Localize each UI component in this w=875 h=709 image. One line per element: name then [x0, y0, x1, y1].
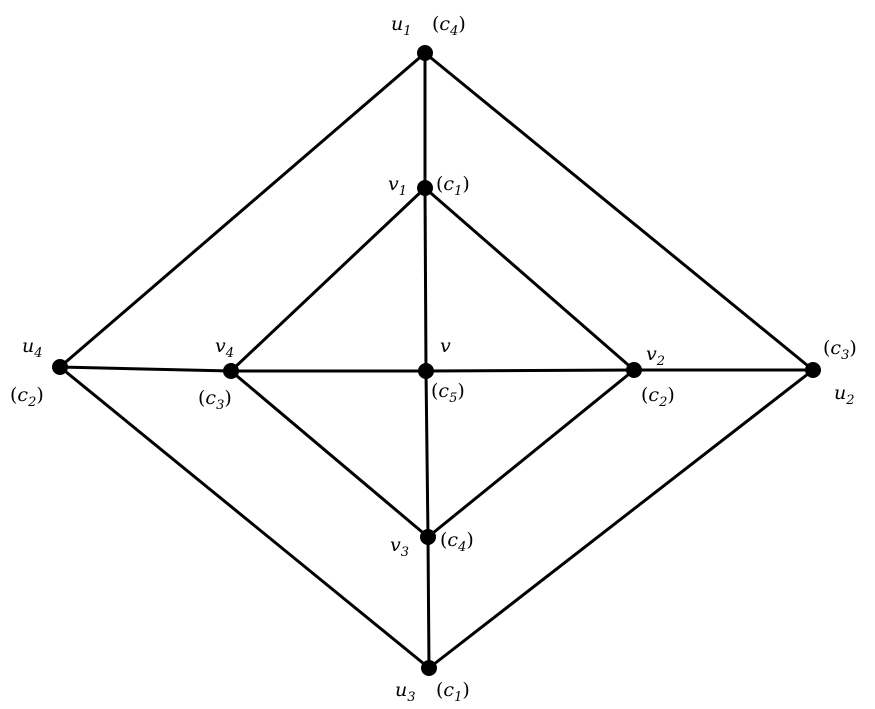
node-v4: [223, 363, 239, 379]
close-paren: ): [458, 13, 465, 35]
open-paren: (: [440, 529, 447, 551]
vertex-subscript: 2: [845, 393, 854, 408]
close-paren: ): [462, 173, 469, 195]
open-paren: (: [431, 380, 438, 402]
open-paren: (: [432, 13, 439, 35]
close-paren: ): [849, 337, 856, 359]
color-subscript: 5: [449, 391, 457, 406]
node-u3: [421, 660, 437, 676]
vertex-subscript: 3: [407, 690, 415, 705]
edge-v1-v4: [229, 186, 427, 373]
vertex-subscript: 3: [401, 545, 409, 560]
vertex-subscript: 2: [656, 354, 665, 369]
edge-v4-v3: [229, 369, 430, 539]
open-paren: (: [641, 384, 648, 406]
color-name: c: [648, 384, 659, 406]
color-label-v3: (c4): [440, 529, 474, 555]
vertex-name: v: [440, 335, 451, 357]
edge-v1-v2: [423, 186, 636, 372]
vertex-label-v1: v1: [388, 173, 407, 199]
open-paren: (: [10, 384, 17, 406]
node-v2: [626, 362, 642, 378]
color-name: c: [443, 679, 454, 701]
node-v: [418, 363, 434, 379]
close-paren: ): [462, 679, 469, 701]
close-paren: ): [36, 384, 43, 406]
color-subscript: 4: [457, 540, 466, 555]
color-name: c: [447, 529, 458, 551]
color-subscript: 2: [27, 395, 36, 410]
vertex-subscript: 4: [33, 346, 42, 361]
vertex-label-v4: v4: [215, 335, 234, 361]
node-v1: [417, 180, 433, 196]
edge-u4-v4: [58, 365, 233, 373]
color-subscript: 1: [454, 690, 462, 705]
color-name: c: [443, 173, 454, 195]
open-paren: (: [198, 387, 205, 409]
color-subscript: 1: [454, 184, 462, 199]
color-name: c: [205, 387, 216, 409]
color-label-v1: (c1): [436, 173, 470, 199]
color-name: c: [439, 13, 450, 35]
open-paren: (: [436, 173, 443, 195]
vertex-name: v: [646, 343, 657, 365]
edge-u4-u3: [58, 365, 431, 670]
color-label-u2: (c3): [823, 337, 857, 363]
vertex-name: u: [395, 679, 407, 701]
vertex-name: u: [834, 382, 846, 404]
vertex-name: v: [388, 173, 399, 195]
edge-v-v3: [424, 369, 430, 539]
color-label-v4: (c3): [198, 387, 232, 413]
color-label-v2: (c2): [641, 384, 675, 410]
open-paren: (: [436, 679, 443, 701]
vertex-label-v: v: [440, 335, 451, 357]
vertex-subscript: 4: [225, 346, 234, 361]
vertex-name: u: [391, 13, 403, 35]
close-paren: ): [224, 387, 231, 409]
color-subscript: 3: [841, 348, 849, 363]
vertex-label-u3: u3: [395, 679, 416, 705]
node-u4: [52, 359, 68, 375]
vertex-subscript: 1: [399, 184, 407, 199]
vertex-subscript: 1: [403, 24, 411, 39]
color-label-u4: (c2): [10, 384, 44, 410]
node-u2: [805, 362, 821, 378]
vertex-label-v3: v3: [390, 534, 409, 560]
nodes: [52, 45, 821, 676]
color-label-u3: (c1): [436, 679, 470, 705]
labels: u1(c4)u2(c3)u3(c1)u4(c2)v1(c1)v2(c2)v3(c…: [10, 13, 857, 705]
vertex-label-u4: u4: [22, 335, 43, 361]
color-name: c: [830, 337, 841, 359]
edge-u1-u2: [423, 51, 815, 372]
color-name: c: [438, 380, 449, 402]
edge-u1-u4: [58, 51, 427, 369]
close-paren: ): [466, 529, 473, 551]
edges: [58, 51, 815, 670]
node-v3: [420, 529, 436, 545]
vertex-name: v: [215, 335, 226, 357]
vertex-label-u2: u2: [834, 382, 855, 408]
color-label-u1: (c4): [432, 13, 466, 39]
edge-v3-u3: [426, 535, 431, 670]
color-subscript: 4: [449, 24, 458, 39]
vertex-label-v2: v2: [646, 343, 665, 369]
edge-u2-u3: [427, 368, 815, 670]
edge-v-v2: [424, 368, 636, 373]
color-name: c: [17, 384, 28, 406]
color-label-v: (c5): [431, 380, 465, 406]
edge-v2-v3: [426, 368, 636, 539]
close-paren: ): [667, 384, 674, 406]
edge-v1-v: [423, 186, 428, 373]
open-paren: (: [823, 337, 830, 359]
color-subscript: 2: [658, 395, 667, 410]
close-paren: ): [457, 380, 464, 402]
vertex-label-u1: u1: [391, 13, 412, 39]
vertex-name: u: [22, 335, 34, 357]
vertex-name: v: [390, 534, 401, 556]
node-u1: [417, 45, 433, 61]
color-subscript: 3: [216, 398, 224, 413]
